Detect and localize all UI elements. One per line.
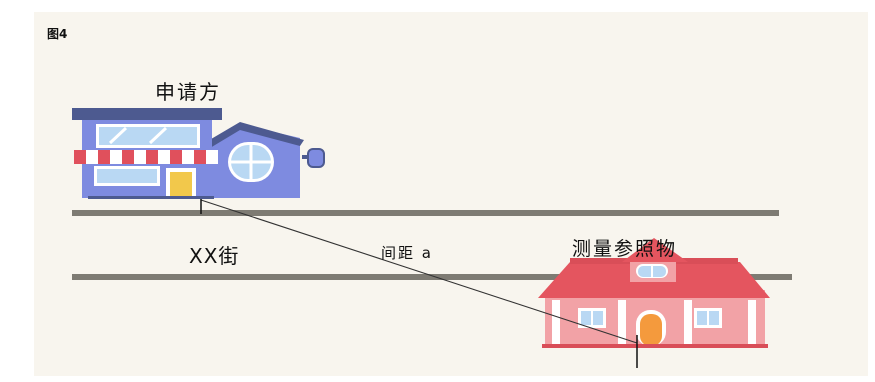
applicant-label: 申请方 bbox=[155, 80, 221, 104]
reference-label: 测量参照物 bbox=[572, 238, 678, 260]
lower-road-line bbox=[72, 274, 792, 280]
distance-measurement-line bbox=[200, 199, 638, 344]
upper-road-line bbox=[72, 210, 779, 216]
applicant-house-icon bbox=[72, 108, 325, 199]
street-label: XX街 bbox=[189, 244, 240, 268]
reference-house-icon bbox=[538, 238, 770, 348]
distance-label: 间距 a bbox=[381, 244, 433, 262]
figure-label: 图4 bbox=[47, 27, 68, 41]
cropped-top-edge bbox=[0, 0, 875, 12]
